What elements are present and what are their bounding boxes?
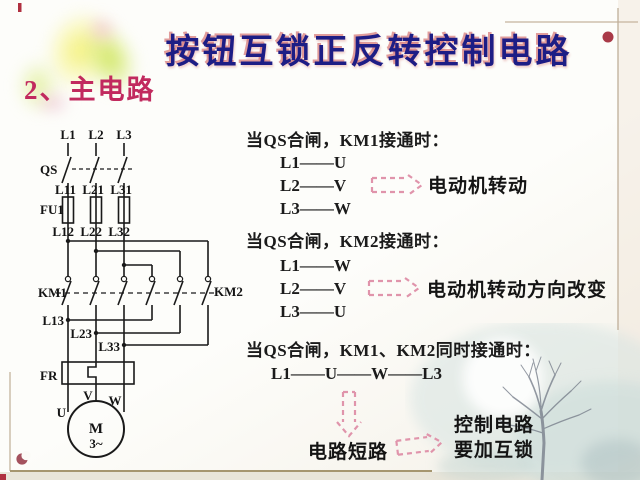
- case1-map-1: L1——U: [280, 153, 347, 172]
- label-terminal-u: U: [57, 405, 67, 420]
- qs-switch-symbol: [61, 156, 133, 184]
- label-l23: L23: [70, 326, 92, 341]
- label-km1: KM1: [38, 285, 67, 300]
- case1-result: 电动机转动: [428, 176, 529, 197]
- section-title: 2、主电路: [24, 75, 156, 105]
- fuse-symbols: [61, 196, 131, 224]
- case3-map: L1——U——W——L3: [271, 364, 442, 383]
- case3-result: 控制电路 要加互锁: [454, 413, 534, 463]
- dashed-arrow-right-icon: [395, 433, 444, 456]
- page-title: 按钮互锁正反转控制电路: [165, 34, 573, 71]
- case1-map-2: L2——V: [280, 176, 347, 195]
- case2-map-3: L3——U: [280, 302, 347, 321]
- label-l22: L22: [80, 224, 102, 239]
- label-motor-type: 3~: [89, 436, 103, 451]
- phase-feed-lines: [67, 143, 125, 156]
- thermal-relay-symbol: [61, 361, 135, 412]
- label-phase-l3: L3: [116, 127, 132, 142]
- label-l13: L13: [42, 313, 64, 328]
- accent-dot-red: [602, 31, 614, 43]
- case2-header: 当QS合闸，KM2接通时：: [246, 232, 449, 251]
- label-terminal-v: V: [83, 388, 93, 403]
- case1-header: 当QS合闸，KM1接通时：: [246, 131, 449, 150]
- label-fr: FR: [40, 368, 58, 383]
- accent-tick-top-left: [18, 3, 22, 12]
- background-bush: [581, 439, 640, 480]
- case3-header: 当QS合闸，KM1、KM2同时接通时：: [246, 341, 541, 360]
- label-l21: L21: [82, 182, 104, 197]
- crossover-branches: [68, 240, 209, 276]
- case3-result-line2: 要加互锁: [454, 440, 535, 461]
- feeder-lines: [67, 183, 125, 276]
- tree-branches: [496, 356, 592, 480]
- case3-consequence: 电路短路: [308, 442, 389, 463]
- contactor-contacts: [56, 275, 214, 306]
- case1-map-3: L3——W: [280, 199, 351, 218]
- label-l33: L33: [98, 339, 120, 354]
- label-motor-m: M: [89, 421, 103, 437]
- label-l32: L32: [108, 224, 130, 239]
- label-qs: QS: [40, 162, 57, 177]
- junction-dots: [65, 238, 127, 348]
- dashed-arrow-right-icon: [367, 277, 421, 299]
- label-l11: L11: [55, 182, 76, 197]
- decorative-petal-pink-2: [36, 92, 70, 114]
- label-l31: L31: [110, 182, 132, 197]
- label-l12: L12: [52, 224, 74, 239]
- contact-output-lines: [67, 305, 209, 362]
- accent-tick-bottom-left: [0, 474, 6, 480]
- label-phase-l1: L1: [60, 127, 75, 142]
- decorative-petal-pink: [88, 16, 116, 44]
- case3-result-line1: 控制电路: [454, 415, 535, 436]
- label-km2: KM2: [214, 284, 243, 299]
- motor-symbol: [67, 400, 125, 458]
- case2-result: 电动机转动方向改变: [427, 280, 608, 301]
- accent-crescent: [16, 450, 31, 465]
- dashed-arrow-down-icon: [336, 390, 362, 438]
- case2-map-1: L1——W: [280, 256, 351, 275]
- dashed-arrow-right-icon: [370, 174, 424, 196]
- label-fu1: FU1: [40, 202, 64, 217]
- bottom-margin-strip: [0, 472, 640, 480]
- moon-glow: [463, 338, 543, 418]
- winter-tree-artwork: [410, 323, 640, 480]
- case2-map-2: L2——V: [280, 279, 347, 298]
- label-phase-l2: L2: [88, 127, 103, 142]
- label-terminal-w: W: [109, 393, 122, 408]
